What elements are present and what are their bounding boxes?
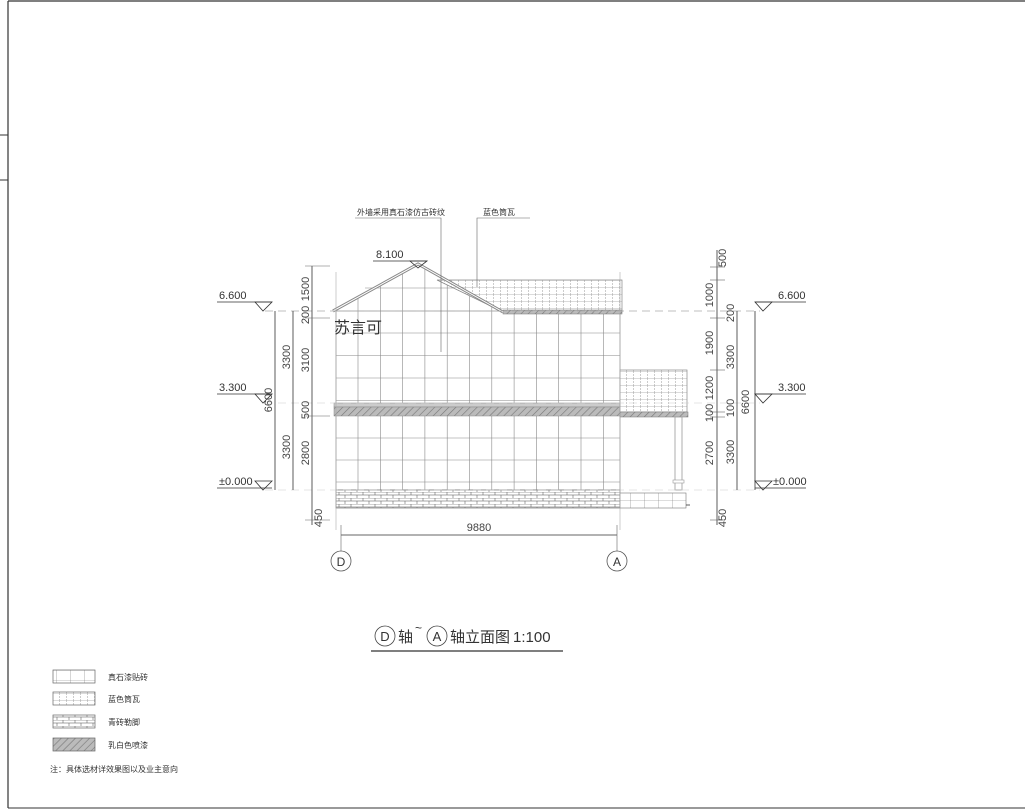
title-tilde: ~ (415, 621, 422, 635)
legend: 真石漆贴砖 蓝色筒瓦 青砖勒脚 乳白色喷漆 注：具体选材详效果图以及业主意向 (50, 669, 178, 774)
dim-text: 3300 (725, 345, 737, 369)
wall-tile-grid (336, 267, 620, 490)
dim-text: 1900 (704, 331, 716, 355)
level-text: 6.600 (778, 290, 806, 302)
dim-text: 200 (725, 304, 737, 322)
porch-eave (619, 411, 689, 418)
legend-swatch-stone-paint (52, 669, 96, 684)
dim-text: 100 (704, 404, 716, 422)
dim-text: 2800 (300, 441, 312, 465)
axis-bubble-a: A (606, 550, 628, 572)
dim-text: 1000 (704, 283, 716, 307)
porch-roof-tiles (619, 369, 688, 413)
dim-text: 200 (300, 306, 312, 324)
title-axis-end: A (433, 629, 442, 644)
dim-text: 1200 (704, 376, 716, 400)
left-dimensions: 6600 3300 3300 1500 200 3100 500 2800 45… (263, 265, 330, 527)
level-text: 3.300 (219, 382, 247, 394)
width-dimension: 9880 (340, 522, 618, 551)
legend-note: 注：具体选材详效果图以及业主意向 (50, 764, 178, 774)
roof-eave (502, 309, 623, 315)
legend-label: 真石漆贴砖 (108, 672, 148, 682)
dim-text: 3300 (281, 435, 293, 459)
level-text: 8.100 (376, 249, 404, 261)
floor-band (333, 406, 623, 417)
legend-label: 乳白色喷漆 (108, 740, 148, 750)
callout-roof-material: 蓝色筒瓦 (476, 207, 530, 287)
dim-text: 3300 (725, 440, 737, 464)
axis-label: D (337, 555, 346, 569)
legend-swatch-paint (52, 737, 96, 752)
title-text: 轴立面图 (450, 628, 510, 646)
dim-text: 3100 (300, 348, 312, 372)
dim-text: 1500 (300, 277, 312, 301)
title-axis-start: D (380, 629, 389, 644)
dim-text: 6600 (263, 388, 275, 412)
legend-swatch-roof-tile (52, 691, 96, 706)
legend-label: 蓝色筒瓦 (108, 694, 140, 704)
title-text: 轴 (398, 628, 413, 646)
building-elevation (265, 262, 760, 530)
dim-text: 500 (717, 249, 729, 267)
axis-label: A (613, 555, 621, 569)
level-text: ±0.000 (773, 476, 807, 488)
dim-text: 450 (313, 509, 325, 527)
level-marker-ridge: 8.100 (373, 249, 429, 269)
level-text: ±0.000 (219, 476, 253, 488)
roof-tiles (436, 279, 623, 313)
porch-base (619, 492, 687, 509)
dim-text: 3300 (281, 345, 293, 369)
dim-text: 9880 (467, 522, 491, 534)
watermark-text: 苏言可 (334, 318, 382, 337)
legend-swatch-brick-plinth (52, 714, 96, 729)
left-level-markers: 6.600 3.300 ±0.000 (217, 290, 273, 491)
callout-text: 外墙采用真石漆仿古砖纹 (357, 207, 445, 217)
level-text: 3.300 (778, 382, 806, 394)
right-level-markers: 6.600 3.300 ±0.000 (754, 290, 807, 491)
legend-label: 青砖勒脚 (108, 717, 140, 727)
level-text: 6.600 (219, 290, 247, 302)
brick-plinth (335, 489, 621, 509)
dim-text: 2700 (704, 441, 716, 465)
porch-column (674, 416, 683, 491)
dim-text: 500 (300, 401, 312, 419)
dim-text: 450 (717, 509, 729, 527)
dim-text: 6600 (740, 390, 752, 414)
right-dimensions: 500 1000 200 1900 1200 100 2700 450 3300… (704, 249, 756, 527)
axis-bubble-d: D (330, 550, 352, 572)
callout-text: 蓝色筒瓦 (483, 207, 515, 217)
floor-band-top (333, 402, 623, 408)
drawing-title: D 轴 ~ A 轴立面图 1:100 (371, 621, 563, 652)
dim-text: 100 (725, 399, 737, 417)
title-scale: 1:100 (513, 629, 551, 646)
callout-wall-material: 外墙采用真石漆仿古砖纹 (355, 207, 445, 352)
